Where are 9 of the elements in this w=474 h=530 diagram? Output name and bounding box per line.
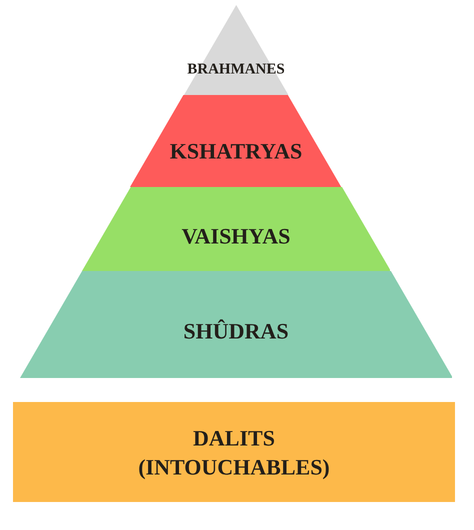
pyramid-tier (130, 95, 342, 187)
tier-label: SHÛDRAS (183, 318, 289, 346)
tier-label: VAISHYAS (182, 222, 290, 251)
base-bar (13, 402, 455, 502)
tier-label: DALITS (INTOUCHABLES) (138, 424, 330, 482)
tier-label: KSHATRYAS (170, 138, 302, 166)
pyramid-tier (20, 271, 452, 378)
tier-label: BRAHMANES (187, 60, 285, 80)
pyramid-tier (82, 187, 390, 271)
